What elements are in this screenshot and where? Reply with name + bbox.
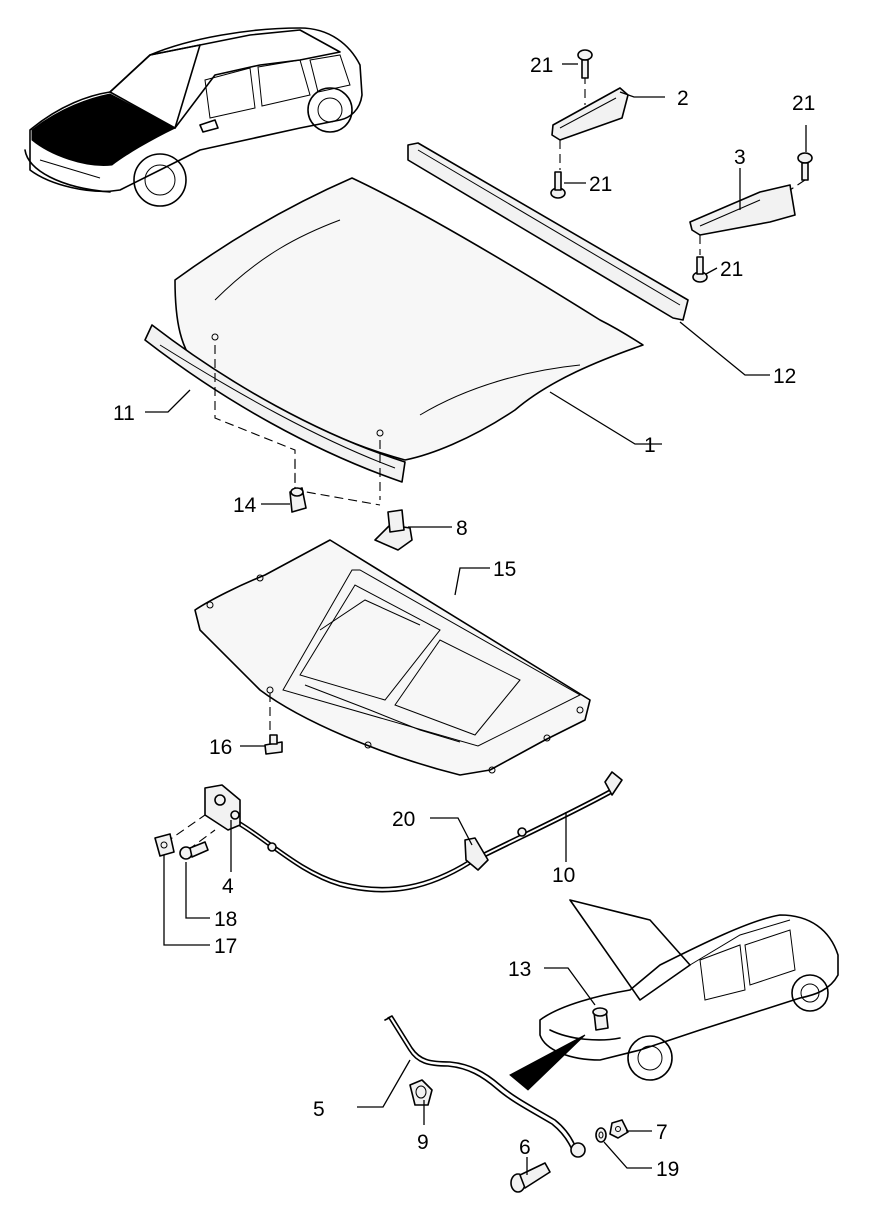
callout-12: 12 <box>773 365 796 388</box>
callout-21-mid: 21 <box>589 173 612 196</box>
hood-hinge-left <box>551 75 629 170</box>
car-overview-bottom-right <box>509 899 839 1091</box>
grommet-9 <box>409 1079 433 1106</box>
callout-7: 7 <box>656 1121 668 1144</box>
callout-4: 4 <box>222 875 234 898</box>
callout-10: 10 <box>552 864 575 887</box>
hood-hinge-right <box>689 179 806 255</box>
callout-20: 20 <box>392 808 415 831</box>
hood-prop-rod <box>384 1015 586 1158</box>
callout-2: 2 <box>677 87 689 110</box>
hood-front-strip <box>144 324 406 483</box>
car-overview-top-left <box>24 27 363 207</box>
callout-13: 13 <box>508 958 531 981</box>
nut-17 <box>154 833 175 857</box>
callout-15: 15 <box>493 558 516 581</box>
bolt-18 <box>179 841 209 860</box>
highlighted-hood <box>31 93 177 166</box>
bolt-21-mid <box>550 171 566 199</box>
hood-panel <box>174 177 644 461</box>
hood-insulation-pad <box>194 539 591 776</box>
callout-18: 18 <box>214 908 237 931</box>
callout-19: 19 <box>656 1158 679 1181</box>
callout-21-right-top: 21 <box>792 92 815 115</box>
hood-latch <box>204 784 241 831</box>
callout-5: 5 <box>313 1098 325 1121</box>
bolt-21-right-top <box>797 152 813 181</box>
callout-1: 1 <box>644 434 656 457</box>
callout-17: 17 <box>214 935 237 958</box>
callout-16: 16 <box>209 736 232 759</box>
release-cable <box>239 771 623 893</box>
clip-14 <box>289 487 307 513</box>
callout-21-top: 21 <box>530 54 553 77</box>
cable-clip-20 <box>464 837 489 871</box>
leader-lines <box>145 63 807 1175</box>
washer-19 <box>595 1127 607 1143</box>
clip-16 <box>264 734 283 755</box>
callout-8: 8 <box>456 517 468 540</box>
callout-3: 3 <box>734 146 746 169</box>
bolt-6 <box>510 1162 551 1193</box>
callout-6: 6 <box>519 1136 531 1159</box>
bolt-21-right-low <box>692 256 708 283</box>
hood-rear-seal <box>407 142 689 321</box>
bolt-21-top <box>577 49 593 79</box>
callout-9: 9 <box>417 1131 429 1154</box>
callout-11: 11 <box>113 402 135 425</box>
callout-labels: 1 2 3 4 5 6 7 8 9 10 11 12 13 14 15 16 1… <box>113 54 815 1181</box>
callout-14: 14 <box>233 494 257 517</box>
callout-21-right-low: 21 <box>720 258 743 281</box>
hood-stop-8 <box>374 509 413 551</box>
nut-7 <box>609 1119 629 1139</box>
